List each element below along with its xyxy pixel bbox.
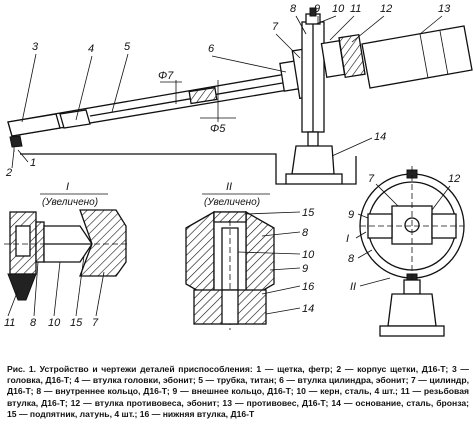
part-label-2: 2 — [5, 167, 12, 179]
part-label-4: 4 — [88, 43, 94, 55]
view-1-detail: I (Увеличено) — [4, 181, 130, 301]
side-mark-ii: II — [350, 281, 356, 293]
dim-phi5-label: Φ5 — [210, 123, 226, 135]
device-drawing: Φ7 Φ5 1 2 3 4 5 6 7 8 9 10 11 12 13 14 I — [4, 3, 473, 337]
view-1-labels: 11 8 10 15 7 — [4, 255, 105, 329]
view1-label-15: 15 — [70, 317, 83, 329]
part-label-8: 8 — [290, 3, 297, 15]
part-label-13: 13 — [438, 3, 451, 15]
main-assembly — [7, 7, 473, 185]
view-1-note: (Увеличено) — [42, 197, 98, 208]
view1-label-11: 11 — [4, 317, 15, 329]
part-label-6: 6 — [208, 43, 215, 55]
view-2-detail: II (Увеличено) — [185, 181, 275, 330]
view1-label-10: 10 — [48, 317, 61, 329]
part-label-10: 10 — [332, 3, 345, 15]
part-label-9: 9 — [314, 3, 320, 15]
view2-label-9: 9 — [302, 263, 308, 275]
part-label-1: 1 — [30, 157, 36, 169]
side-label-7: 7 — [368, 173, 375, 185]
main-part-labels: 1 2 3 4 5 6 7 8 9 10 11 12 13 14 — [5, 3, 451, 179]
side-label-8: 8 — [348, 253, 355, 265]
part-label-3: 3 — [32, 41, 39, 53]
side-label-12: 12 — [448, 173, 460, 185]
view1-label-7: 7 — [92, 317, 99, 329]
part-label-12: 12 — [380, 3, 392, 15]
side-label-9: 9 — [348, 209, 354, 221]
main-leaders — [11, 15, 443, 169]
side-view — [359, 166, 465, 337]
part-label-14: 14 — [374, 131, 386, 143]
view2-label-15: 15 — [302, 207, 315, 219]
view-2-numeral: II — [226, 181, 232, 193]
side-mark-i: I — [346, 233, 349, 245]
view2-label-8: 8 — [302, 227, 309, 239]
view2-label-14: 14 — [302, 303, 314, 315]
figure-caption: Рис. 1. Устройство и чертежи деталей при… — [7, 364, 469, 419]
part-label-7: 7 — [272, 21, 279, 33]
part-label-11: 11 — [350, 3, 361, 15]
view1-label-8: 8 — [30, 317, 37, 329]
view-2-note: (Увеличено) — [204, 197, 260, 208]
view2-label-16: 16 — [302, 281, 315, 293]
view-2-labels: 15 8 10 9 16 14 — [237, 207, 315, 315]
part-label-5: 5 — [124, 41, 131, 53]
side-view-labels: 7 12 9 I 8 II — [346, 173, 460, 293]
dim-phi7-label: Φ7 — [158, 70, 174, 82]
view-1-numeral: I — [66, 181, 69, 193]
view2-label-10: 10 — [302, 249, 315, 261]
